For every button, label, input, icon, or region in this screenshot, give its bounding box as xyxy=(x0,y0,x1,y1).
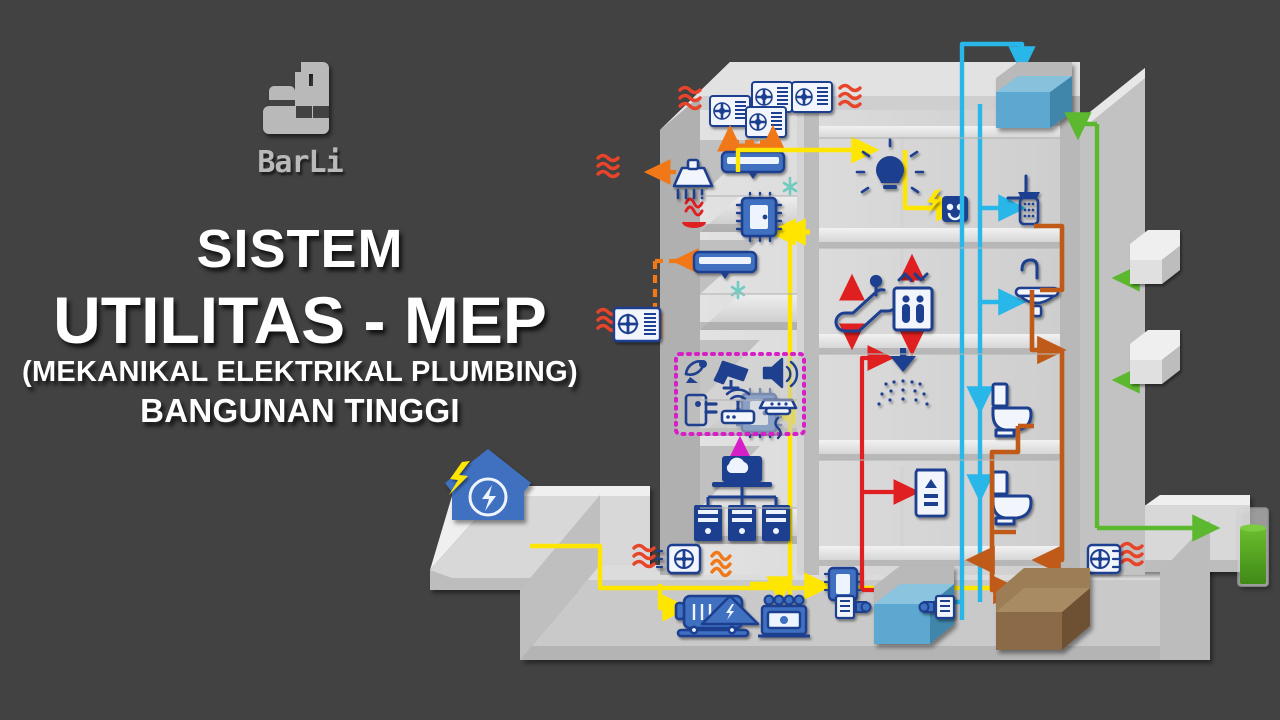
fire-sprinkler-icon xyxy=(877,348,929,406)
elevator-icon xyxy=(892,272,934,332)
hot-water-steam-icon xyxy=(682,197,706,228)
title-block: BarLi SISTEM UTILITAS - MEP (MEKANIKAL E… xyxy=(0,60,600,428)
cctv-camera-icon xyxy=(713,360,749,390)
title-line-4: BANGUNAN TINGGI xyxy=(140,391,460,429)
electrical-panel-icon xyxy=(735,191,783,243)
split-ac-indoor-unit xyxy=(692,250,758,279)
outdoor-condenser-unit xyxy=(612,306,662,343)
stp-unit-box xyxy=(1130,330,1180,384)
server-rack-icon xyxy=(694,456,790,541)
brand-logo: BarLi xyxy=(245,60,355,178)
heat-wave-icon xyxy=(596,83,1144,569)
security-ict-zone xyxy=(674,352,806,440)
ground-water-tank xyxy=(874,566,954,644)
diesel-generator-icon xyxy=(674,594,760,638)
fire-hydrant-box-icon xyxy=(914,468,948,518)
kitchen-exhaust-hood-icon xyxy=(672,158,714,200)
lightning-bolt-icon xyxy=(927,189,941,214)
pa-speaker-icon xyxy=(762,357,799,389)
smoke-detector-icon xyxy=(758,398,798,440)
transformer-switchgear-icon xyxy=(758,594,810,638)
treated-water-routes xyxy=(1064,112,1221,542)
heat-coil-icon xyxy=(710,550,732,578)
ceiling-light-bulb-icon xyxy=(855,137,925,194)
title-line-1: SISTEM xyxy=(196,219,404,279)
toilet-fixture-icon xyxy=(991,470,1033,526)
access-control-icon xyxy=(684,393,718,427)
exhaust-fan-icon xyxy=(1086,543,1122,575)
waste-water-routes xyxy=(965,223,1067,605)
wifi-router-icon xyxy=(720,388,756,425)
shower-fixture-icon xyxy=(1006,174,1040,226)
lightning-bolt-icon xyxy=(449,461,470,495)
exhaust-fan-icon xyxy=(655,543,702,575)
fire-pump-icon xyxy=(834,594,872,620)
title-line-2: UTILITAS - MEP xyxy=(53,283,547,358)
floor-slabs-right xyxy=(819,126,1060,566)
electrical-panel-icon xyxy=(823,566,863,602)
structural-detail-lines xyxy=(700,137,1060,509)
clean-water-routes xyxy=(938,41,1036,620)
septic-tank xyxy=(996,568,1090,650)
water-pump-icon xyxy=(918,594,956,620)
roof-water-tank xyxy=(996,62,1072,128)
treated-water-container xyxy=(1237,507,1269,587)
stp-unit-box xyxy=(1130,230,1180,284)
brand-logo-text: BarLi xyxy=(257,145,343,180)
satellite-dish-icon xyxy=(684,360,707,383)
title-line-3: (MEKANIKAL ELEKTRIKAL PLUMBING) xyxy=(22,356,578,389)
barli-block-logo-icon xyxy=(263,62,329,134)
